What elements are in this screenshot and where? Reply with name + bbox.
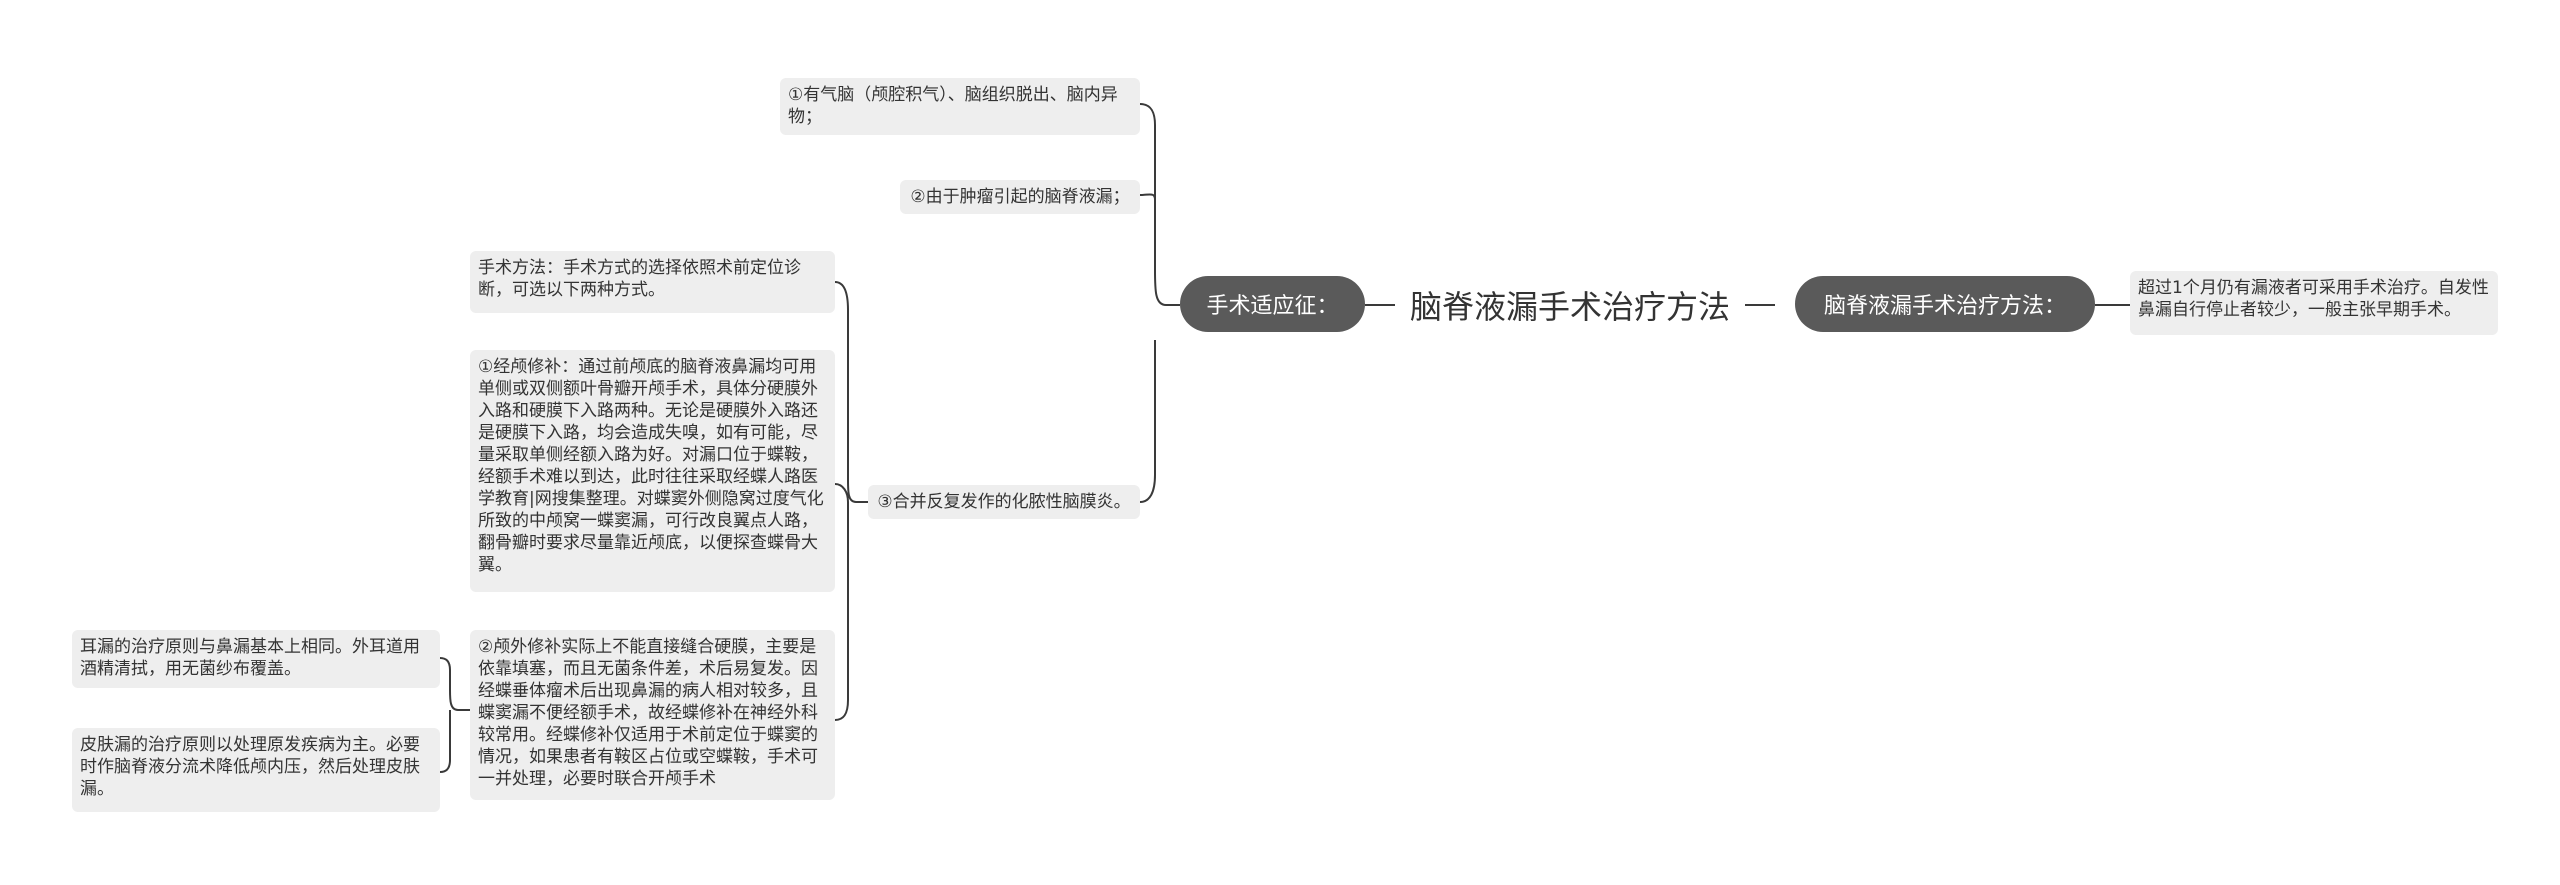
connector-notes (439, 657, 470, 773)
root-topic[interactable]: 脑脊液漏手术治疗方法 (1409, 288, 1730, 326)
surgery-method-leaf[interactable]: 手术方法：手术方式的选择依照术前定位诊断，可选以下两种方式。 (470, 251, 835, 313)
connector-surgery (834, 281, 868, 721)
branch-treatment-method[interactable]: 脑脊液漏手术治疗方法： (1795, 276, 2095, 332)
indication-item-1[interactable]: ①有气脑（颅腔积气）、脑组织脱出、脑内异物； (780, 78, 1140, 135)
branch-indications[interactable]: 手术适应征： (1180, 276, 1365, 332)
skin-leak-note[interactable]: 皮肤漏的治疗原则以处理原发疾病为主。必要时作脑脊液分流术降低颅内压，然后处理皮肤… (72, 728, 440, 812)
indication-item-3[interactable]: ③合并反复发作的化脓性脑膜炎。 (868, 485, 1140, 519)
indication-item-2[interactable]: ②由于肿瘤引起的脑脊液漏； (900, 180, 1140, 214)
intracranial-repair-leaf[interactable]: ①经颅修补：通过前颅底的脑脊液鼻漏均可用单侧或双侧额叶骨瓣开颅手术，具体分硬膜外… (470, 350, 835, 592)
extracranial-repair-leaf[interactable]: ②颅外修补实际上不能直接缝合硬膜，主要是依靠填塞，而且无菌条件差，术后易复发。因… (470, 630, 835, 800)
ear-leak-note[interactable]: 耳漏的治疗原则与鼻漏基本上相同。外耳道用酒精清拭，用无菌纱布覆盖。 (72, 630, 440, 688)
connector-indications (1139, 103, 1180, 503)
treatment-method-detail[interactable]: 超过1个月仍有漏液者可采用手术治疗。自发性鼻漏自行停止者较少，一般主张早期手术。 (2130, 271, 2498, 335)
